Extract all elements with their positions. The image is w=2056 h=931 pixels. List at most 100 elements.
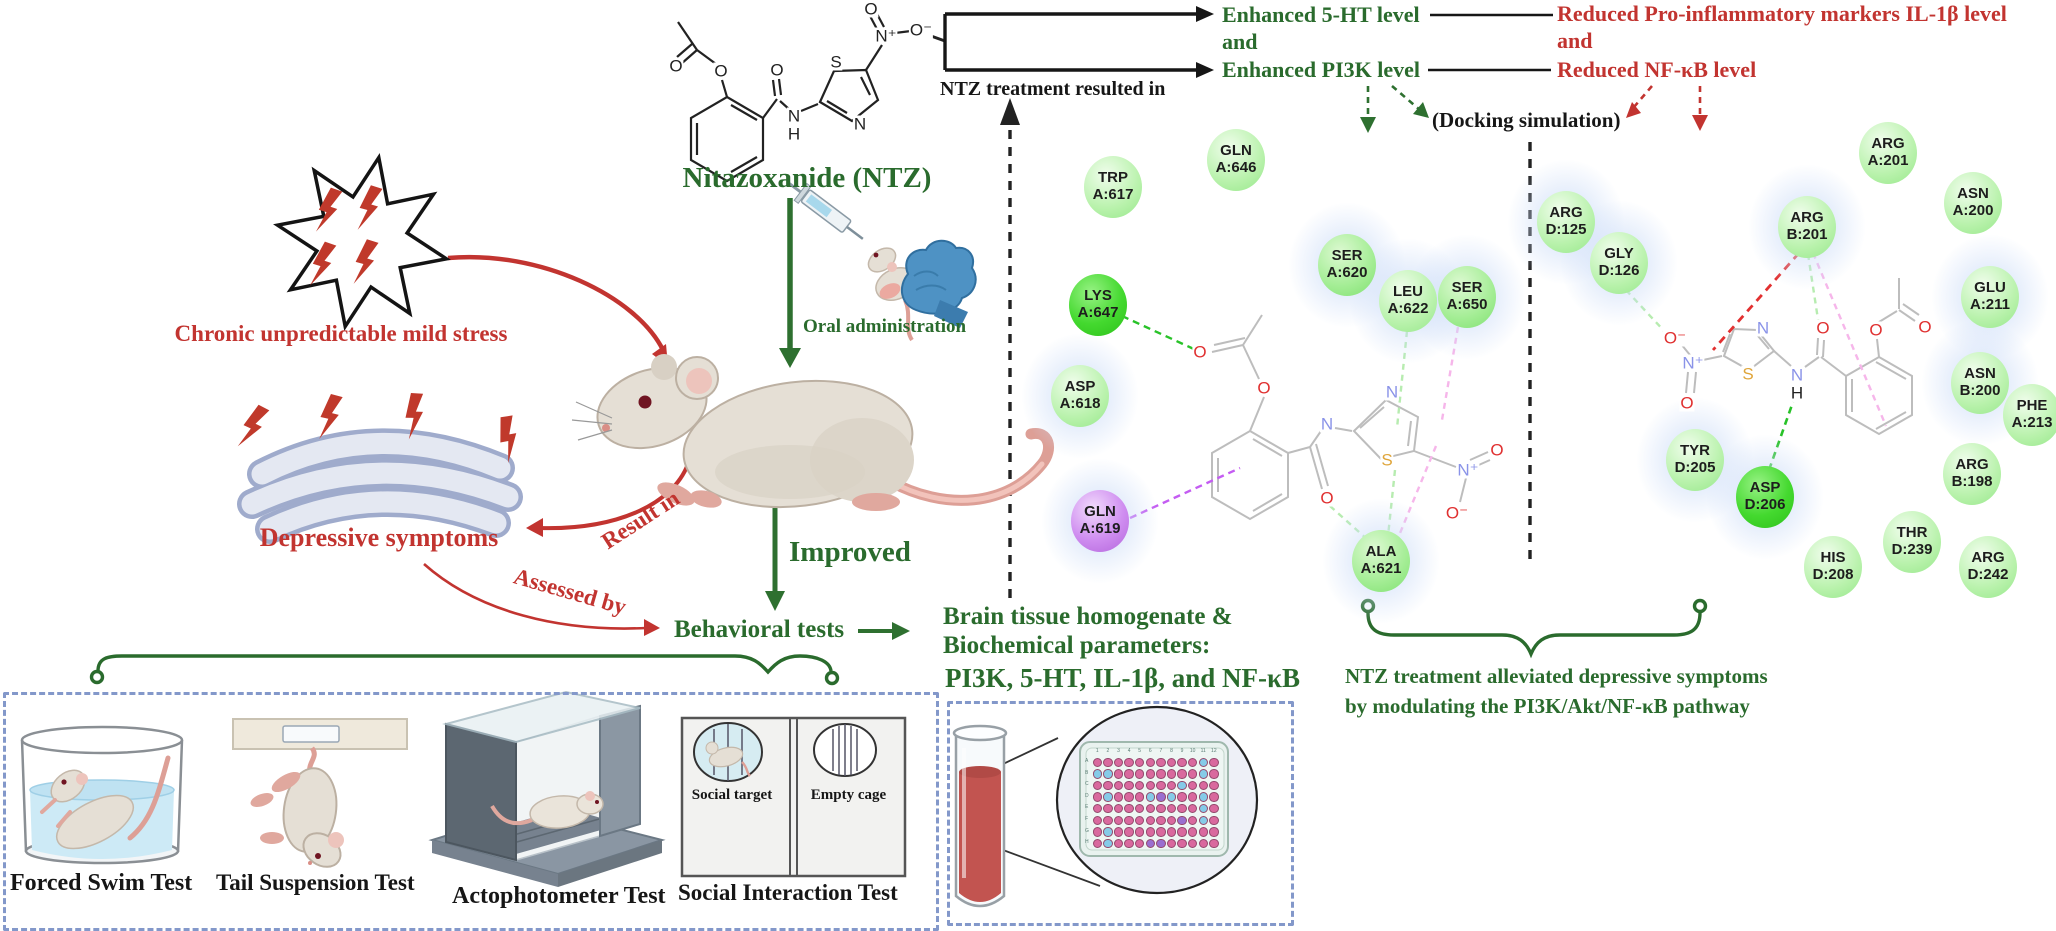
well-C10	[1187, 780, 1198, 791]
well-A12	[1209, 757, 1219, 767]
docking-simulation-label: (Docking simulation)	[1432, 108, 1621, 132]
well-F11	[1198, 815, 1208, 825]
plate-col-label: 3	[1117, 748, 1120, 754]
well-E11	[1198, 803, 1208, 814]
arrow-behavioral-to-brain	[858, 622, 910, 640]
well-B12	[1209, 769, 1219, 779]
social-interaction-illustration	[680, 716, 907, 878]
well-A2	[1103, 757, 1113, 767]
atom-label-O: O	[1319, 488, 1335, 508]
social-interaction-label: Social Interaction Test	[678, 880, 898, 905]
atom-label-N: N	[786, 106, 802, 126]
well-H10	[1187, 838, 1198, 849]
well-C4	[1124, 780, 1134, 791]
well-A6	[1145, 757, 1155, 767]
well-B2	[1103, 769, 1113, 779]
dashed-up-arrow	[1000, 98, 1020, 598]
plate-col-label: 8	[1170, 748, 1173, 754]
well-D1	[1092, 792, 1102, 802]
well-H9	[1177, 838, 1187, 849]
oral-administration-label: Oral administration	[803, 316, 967, 337]
plate-col-label: 1	[1095, 748, 1099, 754]
atom-label-O: O	[1489, 440, 1505, 460]
well-F8	[1166, 815, 1177, 825]
atom-label-H: H	[1789, 383, 1805, 403]
well-F9	[1177, 815, 1187, 825]
actophotometer-illustration	[428, 690, 666, 887]
enhanced-pi3k-label: Enhanced PI3K level	[1222, 57, 1421, 82]
well-B11	[1198, 769, 1208, 779]
plate-col-label: 10	[1189, 748, 1196, 754]
well-G3	[1113, 827, 1124, 837]
plate-col-label: 7	[1159, 748, 1163, 754]
well-G8	[1166, 827, 1177, 837]
atom-label-N: N	[852, 114, 868, 134]
well-H12	[1209, 838, 1219, 849]
atom-label-S: S	[829, 52, 843, 72]
plate-row-label: B	[1085, 769, 1089, 776]
well-C5	[1134, 780, 1145, 791]
well-H4	[1124, 838, 1134, 849]
reduced-nfkb-label: Reduced NF-κB level	[1557, 57, 1757, 82]
atom-label-O: O	[1256, 378, 1272, 398]
well-C3	[1113, 780, 1124, 791]
well-G4	[1124, 827, 1134, 837]
plate-col-label: 4	[1127, 748, 1131, 754]
well-D9	[1177, 792, 1187, 802]
plate-col-label: 6	[1148, 748, 1152, 754]
bracket-result-label: NTZ treatment resulted in	[940, 78, 1166, 100]
well-B4	[1124, 769, 1134, 779]
atom-label-N⁺: N⁺	[1681, 353, 1705, 373]
well-F12	[1209, 815, 1219, 825]
brain-line1: Brain tissue homogenate &	[943, 603, 1233, 630]
well-E12	[1209, 803, 1219, 814]
forced-swim-label: Forced Swim Test	[10, 870, 193, 896]
well-H5	[1134, 838, 1145, 849]
mouse-illustration	[571, 354, 1055, 511]
atom-label-O: O	[1815, 318, 1831, 338]
well-C8	[1166, 780, 1177, 791]
arrow-improved	[765, 497, 785, 611]
well-E3	[1113, 803, 1124, 814]
well-D4	[1124, 792, 1134, 802]
well-G1	[1092, 827, 1102, 837]
green-dashed-arrows	[1360, 85, 1429, 133]
well-A11	[1198, 757, 1208, 767]
empty-cage-label: Empty cage	[810, 787, 887, 803]
well-A1	[1092, 757, 1102, 767]
well-C11	[1198, 780, 1208, 791]
behavioral-tests-label: Behavioral tests	[674, 616, 845, 643]
well-G11	[1198, 827, 1208, 837]
outcome-connector-lines	[1428, 13, 1553, 72]
well-A10	[1187, 757, 1198, 767]
atom-label-O: O	[1679, 393, 1695, 413]
stress-label: Chronic unpredictable mild stress	[174, 321, 508, 346]
well-E1	[1092, 803, 1102, 814]
atom-label-O: O	[769, 60, 785, 80]
well-G6	[1145, 827, 1155, 837]
well-C1	[1092, 780, 1102, 791]
well-A9	[1177, 757, 1187, 767]
well-A3	[1113, 757, 1124, 767]
well-H7	[1156, 838, 1166, 849]
plate-row-label: C	[1085, 781, 1089, 788]
well-B8	[1166, 769, 1177, 779]
well-F6	[1145, 815, 1155, 825]
well-B10	[1187, 769, 1198, 779]
well-E6	[1145, 803, 1155, 814]
well-H3	[1113, 838, 1124, 849]
atom-label-N: N	[1319, 414, 1335, 434]
atom-label-O: O	[713, 61, 729, 81]
well-H8	[1166, 838, 1177, 849]
